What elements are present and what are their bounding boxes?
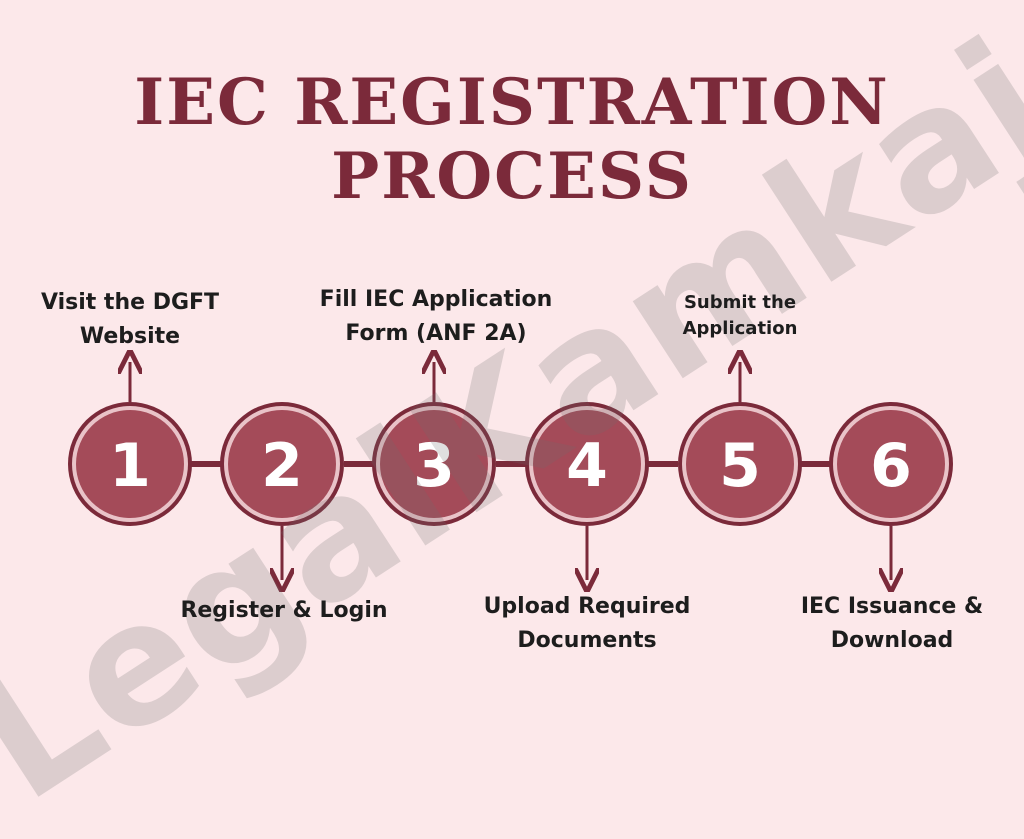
step-5-label-line2: Application (682, 318, 798, 339)
step-1-label-line1: Visit the DGFT (40, 290, 220, 315)
step-4-label-line2: Documents (517, 628, 657, 653)
step-6-circle: 6 (829, 402, 953, 526)
step-1-label-line2: Website (79, 324, 181, 349)
step-2-label-line1: Register & Login (180, 598, 388, 623)
step-3-label-line2: Form (ANF 2A) (345, 321, 527, 346)
step-6-label-line2: Download (830, 628, 954, 653)
page-title-line2: PROCESS (331, 139, 693, 214)
step-4-number: 4 (566, 431, 608, 501)
step-2-label: Register & Login (164, 594, 404, 628)
step-6-label-line1: IEC Issuance & (800, 594, 984, 619)
step-5-label-line1: Submit the (683, 292, 797, 313)
step-5-label: Submit the Application (620, 290, 860, 342)
step-2-circle: 2 (220, 402, 344, 526)
step-5-circle: 5 (678, 402, 802, 526)
step-3-number: 3 (413, 431, 455, 501)
step-2-number: 2 (261, 431, 303, 501)
step-5-number: 5 (719, 431, 761, 501)
page-title-line1: IEC REGISTRATION (134, 65, 890, 140)
step-6-label: IEC Issuance & Download (772, 590, 1012, 658)
step-3-label: Fill IEC Application Form (ANF 2A) (316, 283, 556, 351)
process-diagram: 1 2 3 4 5 6 (68, 0, 953, 768)
step-1-number: 1 (109, 431, 151, 501)
step-4-label-line1: Upload Required (483, 594, 691, 619)
step-1-label: Visit the DGFT Website (10, 286, 250, 354)
step-3-circle: 3 (372, 402, 496, 526)
step-4-label: Upload Required Documents (467, 590, 707, 658)
step-3-label-line1: Fill IEC Application (319, 287, 553, 312)
step-4-circle: 4 (525, 402, 649, 526)
step-6-number: 6 (870, 431, 912, 501)
step-1-circle: 1 (68, 402, 192, 526)
